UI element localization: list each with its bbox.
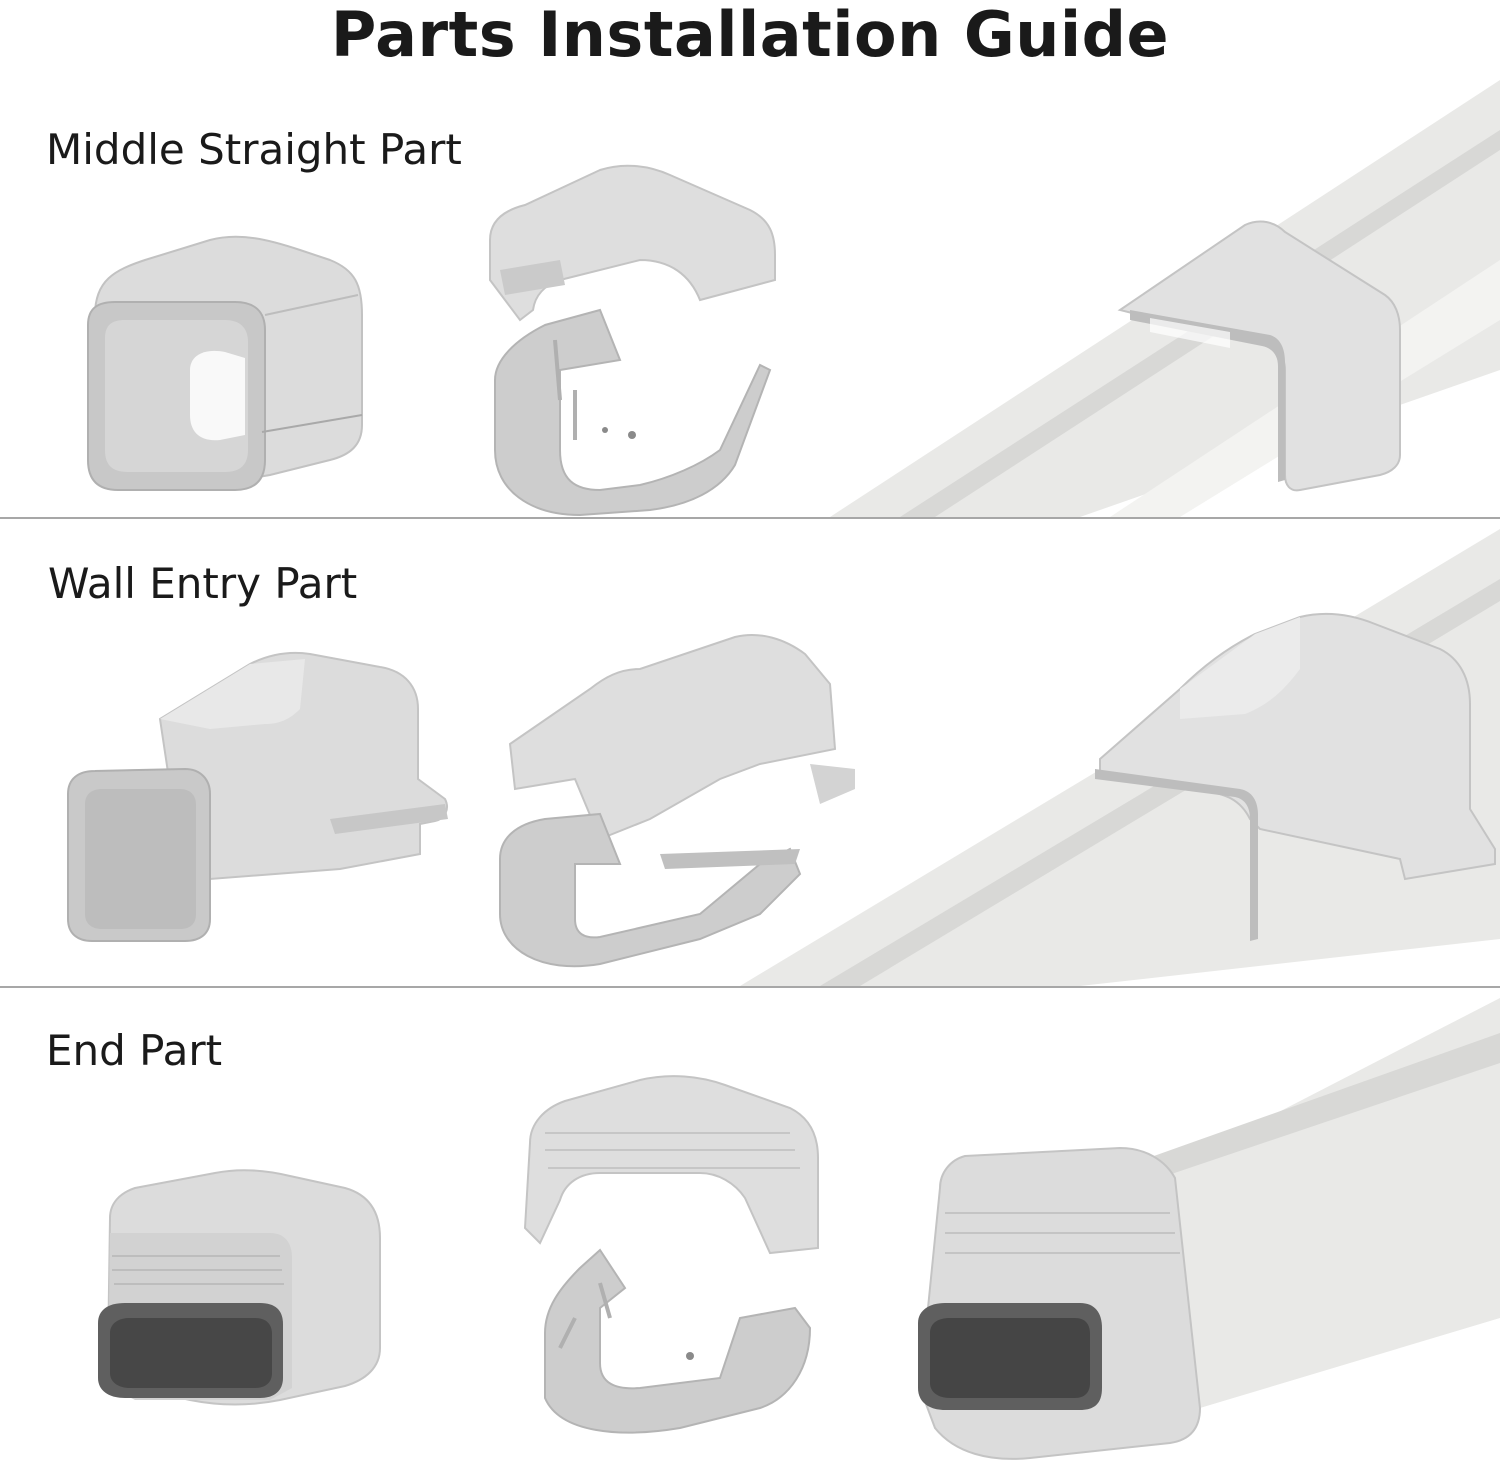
wall-inlet-open-image: [499, 633, 855, 968]
wall-inlet-installed-duct-image: [740, 529, 1500, 986]
wall-inlet-assembled-image: [67, 651, 448, 942]
section-divider: [0, 517, 1500, 519]
end-cap-open-image: [523, 1075, 819, 1434]
middle-straight-part-illustration: [87, 80, 1500, 517]
section-end-part: End Part: [0, 988, 1500, 1462]
section-divider: [0, 986, 1500, 988]
end-cap-assembled-image: [98, 1169, 381, 1406]
section-middle-straight-part: Middle Straight Part: [0, 70, 1500, 517]
wall-entry-part-illustration: [67, 529, 1500, 986]
connector-installed-duct-image: [830, 80, 1500, 517]
page-title: Parts Installation Guide: [330, 0, 1170, 71]
connector-open-image: [489, 164, 776, 517]
section-label: End Part: [46, 1026, 223, 1075]
end-part-illustration: [98, 998, 1500, 1460]
section-label: Middle Straight Part: [46, 125, 462, 174]
section-wall-entry-part: Wall Entry Part: [0, 519, 1500, 986]
connector-assembled-image: [87, 235, 363, 491]
end-cap-installed-duct-image: [918, 998, 1500, 1460]
section-label: Wall Entry Part: [48, 559, 358, 608]
